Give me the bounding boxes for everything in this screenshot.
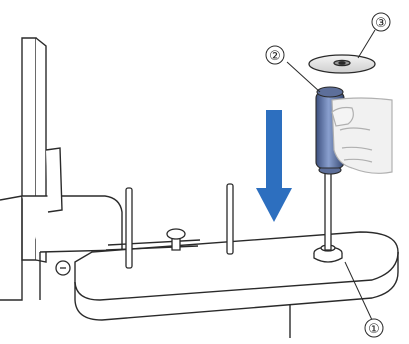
callout-1: ① xyxy=(365,319,383,337)
frame-knob xyxy=(56,261,70,275)
hand xyxy=(332,98,392,173)
callout-1-label: ① xyxy=(368,322,380,337)
insert-down-arrow xyxy=(256,110,292,222)
callout-2: ② xyxy=(266,46,284,64)
spool-pin xyxy=(314,170,342,262)
spool-cap xyxy=(309,55,375,73)
callout-3: ③ xyxy=(372,13,390,31)
callout-2-label: ② xyxy=(269,49,281,64)
callout-3-label: ③ xyxy=(375,16,387,31)
stand-base xyxy=(75,232,398,338)
